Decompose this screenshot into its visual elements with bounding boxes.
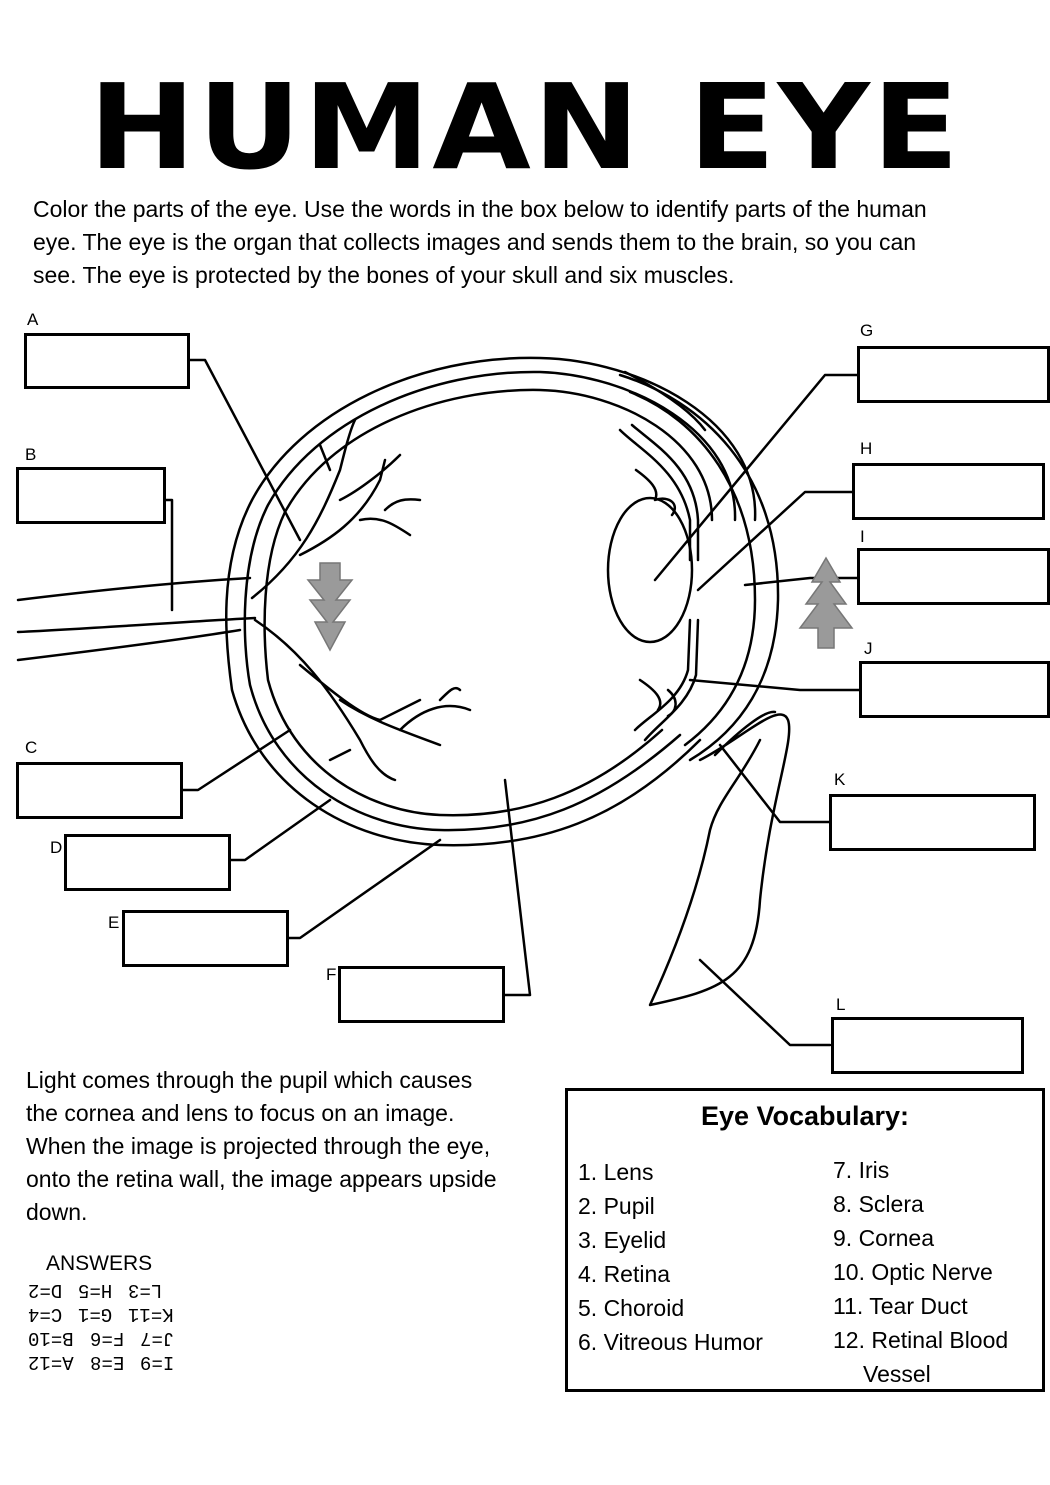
sclera-outline [224, 356, 757, 847]
intro-line: Color the parts of the eye. Use the word… [33, 196, 927, 222]
intro-line: eye. The eye is the organ that collects … [33, 229, 917, 255]
answers-row: A=12 E=8 I=9 [28, 1350, 174, 1374]
leader-a [188, 358, 302, 542]
label-f: F [326, 965, 337, 984]
label-j: J [864, 639, 873, 658]
answer-entry: B=10 [28, 1327, 74, 1349]
answer-box-e[interactable] [122, 910, 289, 967]
answer-box-i[interactable] [857, 548, 1050, 605]
label-a: A [27, 310, 39, 329]
down-arrow-icon [306, 562, 354, 652]
vocabulary-item: 4. Retina [578, 1261, 671, 1287]
answer-box-g[interactable] [857, 346, 1050, 403]
label-i: I [860, 527, 865, 546]
answer-box-h[interactable] [852, 463, 1045, 520]
leader-c [180, 728, 292, 792]
answer-entry: L=3 [128, 1279, 163, 1301]
answer-box-f[interactable] [338, 966, 505, 1023]
answer-entry: A=12 [28, 1351, 74, 1373]
leader-i [743, 576, 860, 587]
vocabulary-item: 10. Optic Nerve [833, 1259, 993, 1285]
answer-box-k[interactable] [829, 794, 1036, 851]
vocabulary-title: Eye Vocabulary: [700, 1101, 910, 1131]
vocabulary-item: 7. Iris [833, 1157, 890, 1183]
answer-entry: H=5 [78, 1279, 113, 1301]
leader-h [696, 490, 855, 592]
answer-box-a[interactable] [24, 333, 190, 389]
intro-line: see. The eye is protected by the bones o… [33, 262, 735, 288]
up-arrow-icon [798, 556, 854, 649]
optic-nerve [16, 576, 257, 662]
label-c: C [25, 738, 38, 757]
retinal-blood-vessel-lower [253, 618, 472, 782]
answer-box-l[interactable] [831, 1017, 1024, 1074]
retinal-blood-vessel-upper [250, 418, 422, 600]
answer-entry: J=7 [139, 1327, 175, 1349]
label-g: G [860, 321, 874, 340]
intro-paragraph: Color the parts of the eye. Use the word… [33, 193, 1033, 292]
leader-g [653, 373, 860, 582]
answers-key: D=2 H=5 L=3 C=4 G=1 K=11 B=10 F=6 J=7 A=… [28, 1278, 174, 1374]
label-k: K [834, 770, 846, 789]
eyelid [648, 710, 791, 1007]
answer-box-j[interactable] [859, 661, 1050, 718]
answer-entry: I=9 [139, 1351, 175, 1373]
label-d: D [50, 838, 63, 857]
light-line: onto the retina wall, the image appears … [26, 1166, 497, 1192]
vocabulary-item: 2. Pupil [578, 1193, 655, 1219]
answer-entry: G=1 [78, 1303, 113, 1325]
vocabulary-item: 5. Choroid [578, 1295, 685, 1321]
vocabulary-item: 9. Cornea [833, 1225, 935, 1251]
label-h: H [860, 439, 873, 458]
light-line: Light comes through the pupil which caus… [26, 1067, 473, 1093]
answer-box-c[interactable] [16, 762, 183, 819]
vocabulary-item: 8. Sclera [833, 1191, 924, 1217]
answers-row: D=2 H=5 L=3 [28, 1278, 174, 1302]
cornea-outline [618, 373, 780, 762]
label-b: B [25, 445, 37, 464]
leader-d [228, 798, 332, 862]
vocabulary-item: 3. Eyelid [578, 1227, 667, 1253]
light-explanation: Light comes through the pupil which caus… [26, 1064, 566, 1229]
answer-entry: F=6 [89, 1327, 124, 1349]
light-line: down. [26, 1199, 88, 1225]
vocabulary-item: 11. Tear Duct [833, 1293, 968, 1319]
lens [606, 496, 694, 644]
leader-b [163, 498, 174, 612]
vocabulary-item: Vessel [863, 1361, 931, 1387]
leader-e [286, 838, 442, 940]
label-e: E [108, 913, 120, 932]
light-line: When the image is projected through the … [26, 1133, 491, 1159]
answer-entry: K=11 [128, 1303, 175, 1325]
answers-title: ANSWERS [46, 1252, 153, 1275]
answers-row: C=4 G=1 K=11 [28, 1302, 174, 1326]
answer-box-d[interactable] [64, 834, 231, 891]
answers-row: B=10 F=6 J=7 [28, 1326, 174, 1350]
vocabulary-item: 12. Retinal Blood [833, 1327, 1009, 1353]
vocabulary-column-2: 7. Iris 8. Sclera 9. Cornea 10. Optic Ne… [833, 1153, 1008, 1391]
answer-entry: D=2 [28, 1279, 63, 1301]
vocabulary-item: 1. Lens [578, 1159, 654, 1185]
vocabulary-column-1: 1. Lens 2. Pupil 3. Eyelid 4. Retina 5. … [578, 1155, 763, 1359]
leader-l [698, 958, 832, 1047]
light-line: the cornea and lens to focus on an image… [26, 1100, 455, 1126]
iris-upper [618, 428, 692, 562]
vocabulary-item: 6. Vitreous Humor [578, 1329, 763, 1355]
answer-entry: C=4 [28, 1303, 63, 1325]
leader-j [688, 678, 862, 692]
vocabulary-box: Eye Vocabulary: 1. Lens 2. Pupil 3. Eyel… [565, 1088, 1045, 1392]
answer-box-b[interactable] [16, 467, 166, 524]
iris-lower [633, 618, 692, 732]
label-l: L [836, 995, 846, 1014]
answer-entry: E=8 [89, 1351, 124, 1373]
leader-f [503, 778, 532, 997]
page-title: HUMAN EYE [88, 58, 962, 196]
retina-outline [263, 388, 714, 817]
leader-k [718, 743, 832, 824]
